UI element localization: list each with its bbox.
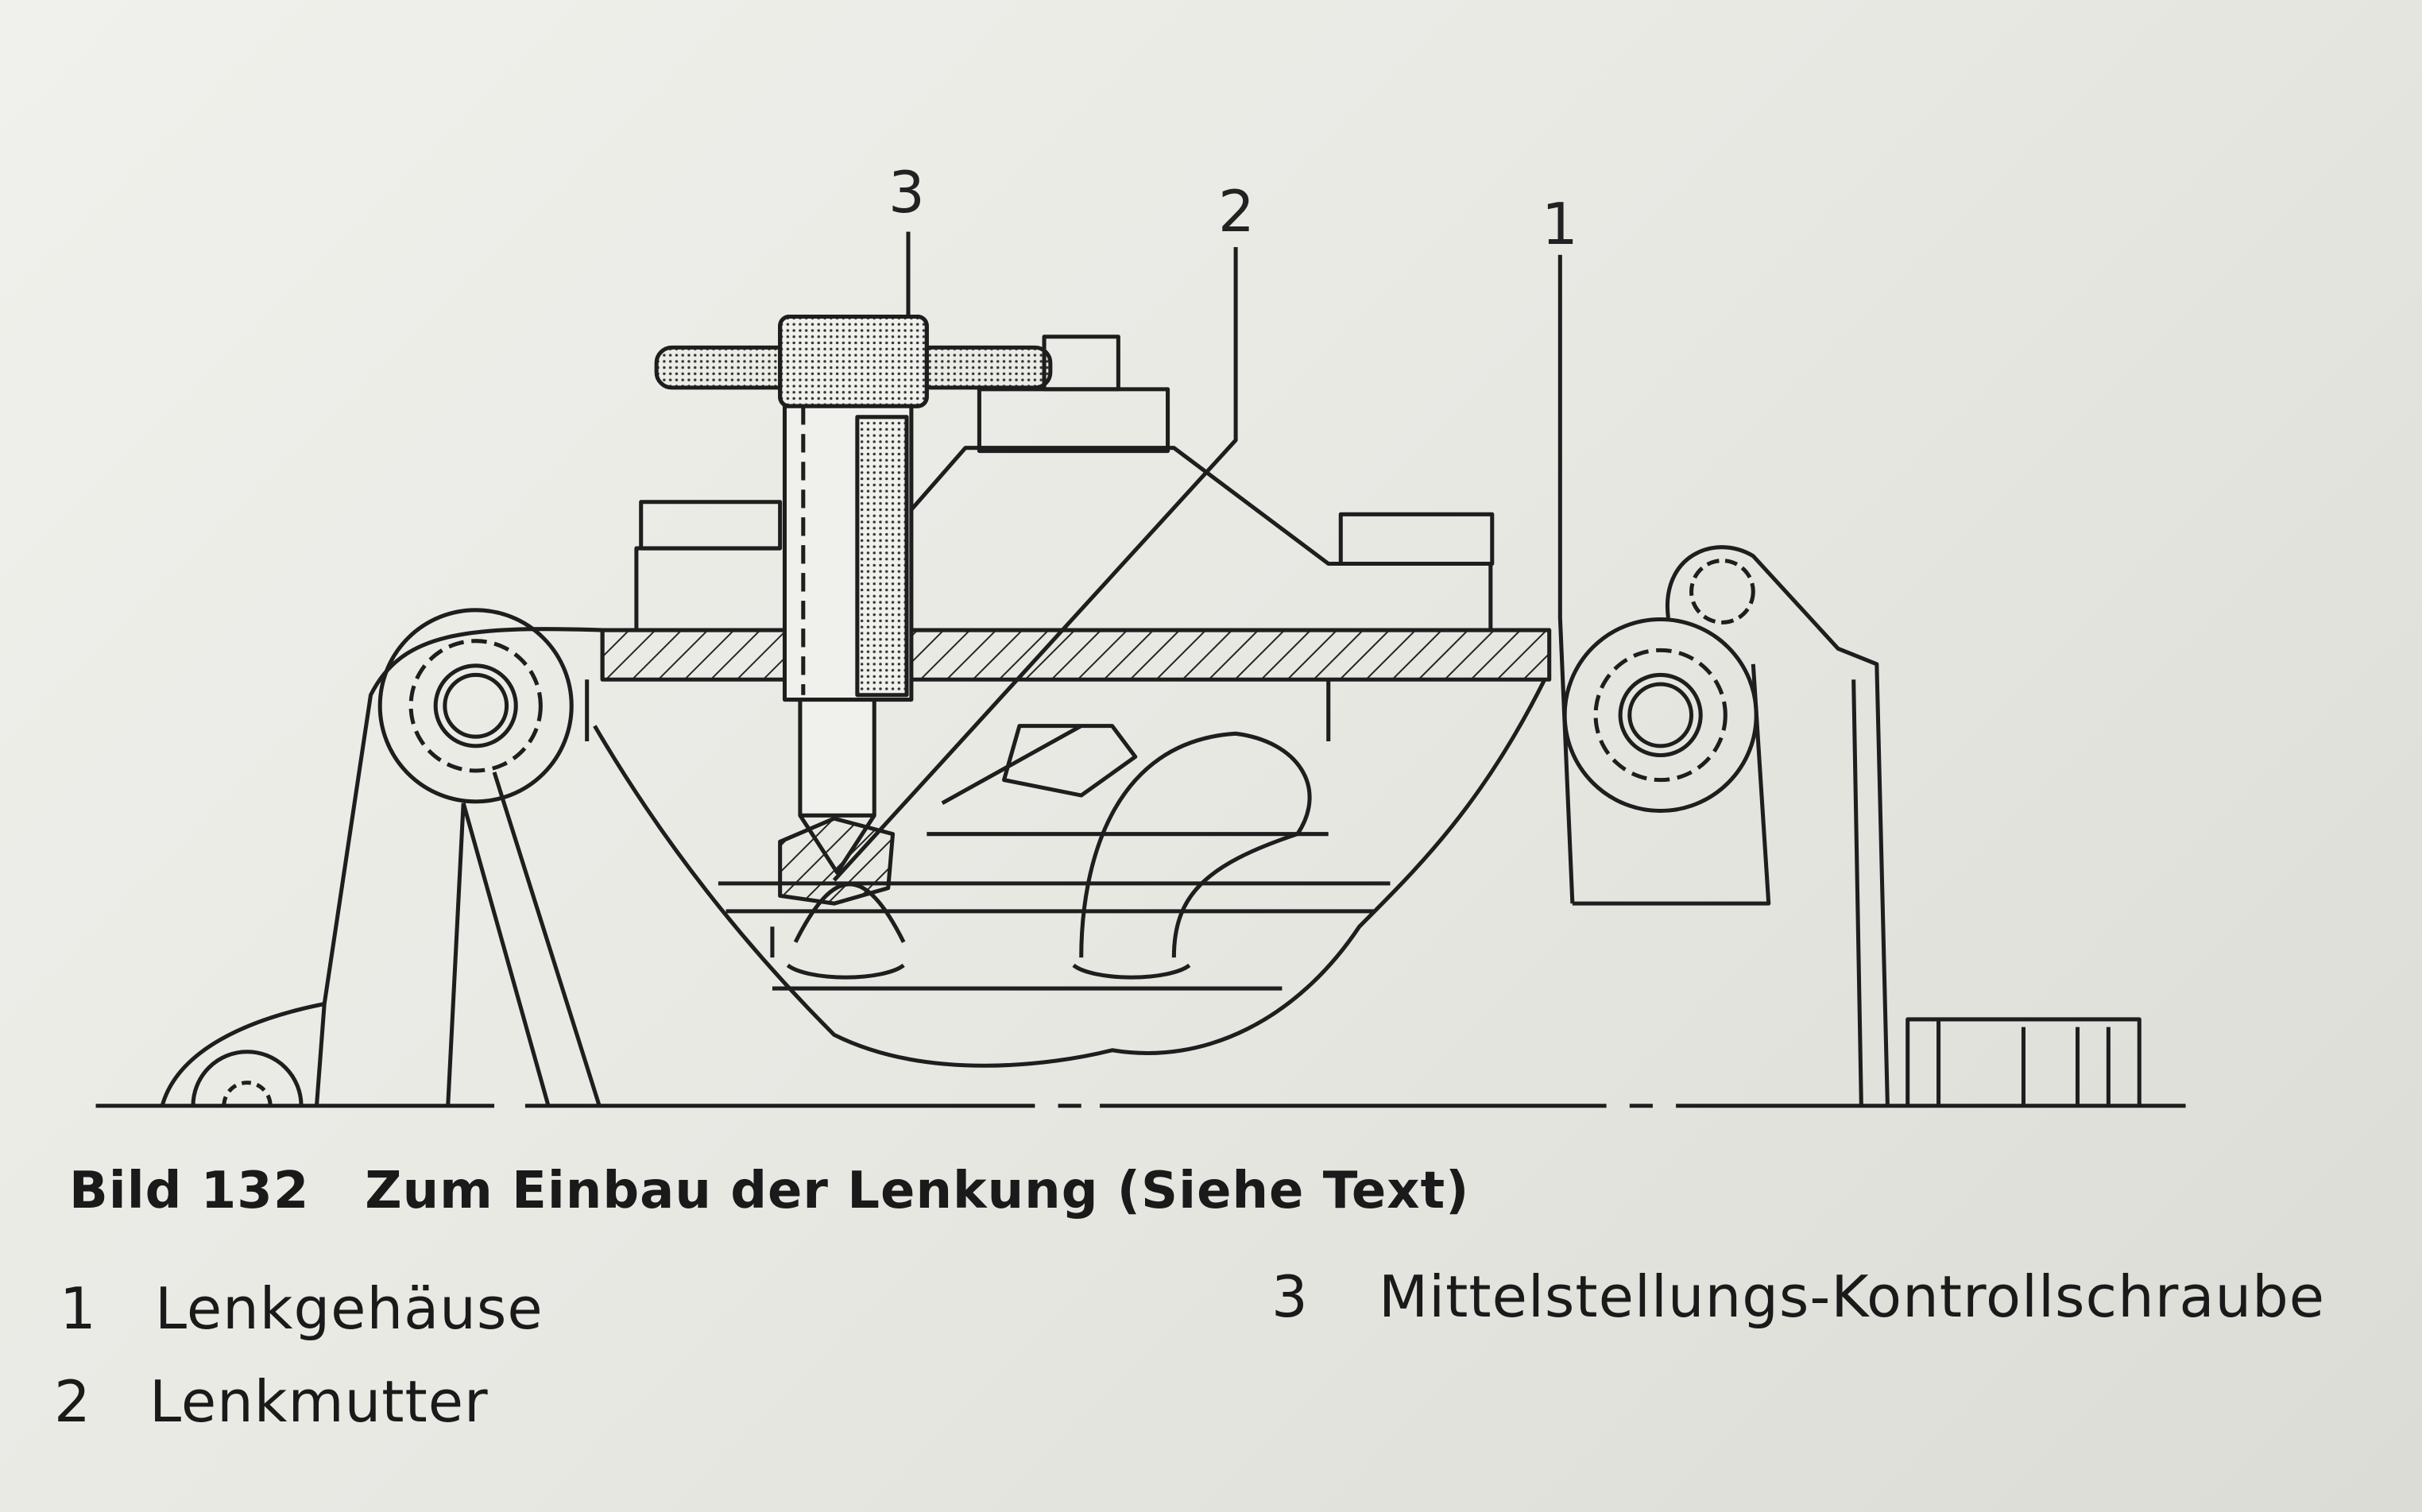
- legend-item-1: 1 Lenkgehäuse: [60, 1275, 544, 1342]
- callout-2: 2: [1218, 178, 1255, 245]
- caption-number: Bild 132: [69, 1162, 310, 1220]
- cutaway: [593, 679, 1547, 1068]
- legend-label: Lenkgehäuse: [155, 1275, 544, 1342]
- legend-item-2: 2 Lenkmutter: [54, 1368, 489, 1435]
- legend-number: 2: [54, 1368, 91, 1435]
- cover: [634, 446, 1493, 631]
- legend-label: Lenkmutter: [149, 1368, 489, 1435]
- legend-item-3: 3 Mittelstellungs-Kontrollschraube: [1271, 1263, 2325, 1330]
- left-eye: [377, 608, 574, 804]
- steering-nut: [778, 816, 896, 906]
- left-housing: [160, 627, 605, 1107]
- legend-number: 3: [1271, 1263, 1309, 1330]
- plate: [600, 628, 1552, 682]
- figure-caption: Bild 132 Zum Einbau der Lenkung (Siehe T…: [69, 1162, 1469, 1220]
- callout-1: 1: [1542, 191, 1578, 257]
- right-eye: [1562, 617, 1758, 814]
- legend-label: Mittelstellungs-Kontrollschraube: [1379, 1263, 2326, 1330]
- callout-3: 3: [888, 159, 925, 226]
- caption-title: Zum Einbau der Lenkung (Siehe Text): [365, 1162, 1470, 1220]
- legend-number: 1: [60, 1275, 97, 1342]
